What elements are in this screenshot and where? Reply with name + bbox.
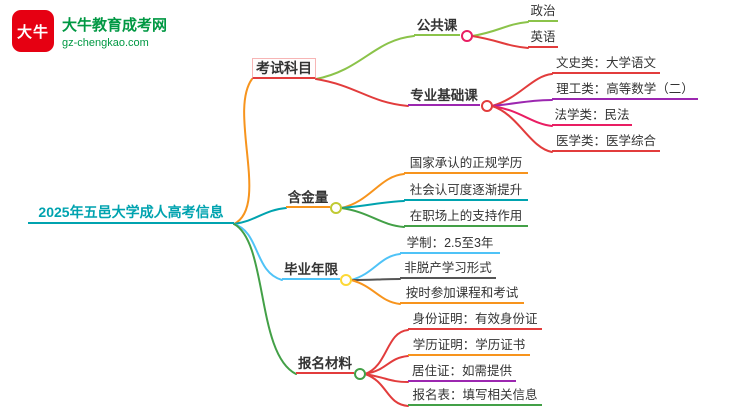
- edge-duration-attendance: [350, 279, 401, 305]
- edge-probasic-law: [491, 105, 553, 127]
- edge-central-value: [233, 207, 287, 225]
- node-material-form: 报名表：填写相关信息: [408, 386, 542, 406]
- site-logo: 大牛 大牛教育成考网 gz-chengkao.com: [12, 10, 167, 52]
- edge-public-english: [471, 35, 529, 49]
- edge-probasic-science-math: [491, 99, 553, 107]
- edge-central-materials: [233, 223, 297, 375]
- daniu-logo-icon: 大牛: [12, 10, 54, 52]
- node-material-residence: 居住证：如需提供: [408, 362, 516, 382]
- node-liberal-arts-chinese: 文史类：大学语文: [552, 54, 660, 74]
- node-central-topic: 2025年五邑大学成人高考信息: [28, 202, 234, 224]
- node-duration-study-form: 非脱产学习形式: [400, 259, 496, 279]
- node-value-recognized-degree: 国家承认的正规学历: [404, 154, 528, 174]
- brand-domain: gz-chengkao.com: [62, 36, 149, 49]
- node-politics: 政治: [528, 2, 558, 22]
- node-law-civil: 法学类：民法: [552, 106, 632, 126]
- node-graduation-duration: 毕业年限: [282, 260, 340, 280]
- edge-value-workplace-support: [340, 207, 405, 228]
- edge-duration-study-form: [350, 278, 401, 281]
- node-material-diploma: 学历证明：学历证书: [408, 336, 530, 356]
- edge-public-politics: [471, 21, 529, 37]
- edge-material-residence: [364, 373, 409, 383]
- junction-materials: [354, 368, 366, 380]
- node-exam-subjects: 考试科目: [252, 58, 316, 79]
- edge-probasic-medical: [491, 105, 553, 153]
- node-material-id: 身份证明：有效身份证: [408, 310, 542, 330]
- node-registration-materials: 报名材料: [296, 354, 354, 374]
- node-value: 含金量: [286, 188, 330, 208]
- junction-professional-basic: [481, 100, 493, 112]
- edge-material-diploma: [364, 355, 409, 375]
- edge-material-id: [364, 329, 409, 375]
- junction-value: [330, 202, 342, 214]
- edge-exam-professional-basic: [315, 78, 409, 107]
- edge-central-duration: [233, 223, 283, 281]
- node-duration-years: 学制：2.5至3年: [400, 234, 500, 254]
- node-duration-attendance: 按时参加课程和考试: [400, 284, 524, 304]
- node-value-social-recognition: 社会认可度逐渐提升: [404, 181, 528, 201]
- edge-value-social-recognition: [340, 200, 405, 209]
- edge-material-form: [364, 373, 409, 407]
- edge-central-exam-subjects: [233, 78, 253, 225]
- edge-duration-years: [350, 253, 401, 281]
- brand-name: 大牛教育成考网: [62, 16, 168, 34]
- node-public-courses: 公共课: [414, 16, 460, 36]
- edge-exam-public-courses: [315, 35, 415, 80]
- junction-public-courses: [461, 30, 473, 42]
- logo-icon-text: 大牛: [16, 23, 49, 41]
- node-medical-comprehensive: 医学类：医学综合: [552, 132, 660, 152]
- node-english: 英语: [528, 28, 558, 48]
- node-science-math: 理工类：高等数学（二）: [552, 80, 698, 100]
- node-professional-basic-courses: 专业基础课: [408, 86, 480, 106]
- node-value-workplace-support: 在职场上的支持作用: [404, 207, 528, 227]
- junction-duration: [340, 274, 352, 286]
- logo-meta: 大牛教育成考网 gz-chengkao.com: [62, 14, 167, 49]
- edge-probasic-liberal-arts: [491, 73, 553, 107]
- edge-value-recognized-degree: [340, 173, 405, 209]
